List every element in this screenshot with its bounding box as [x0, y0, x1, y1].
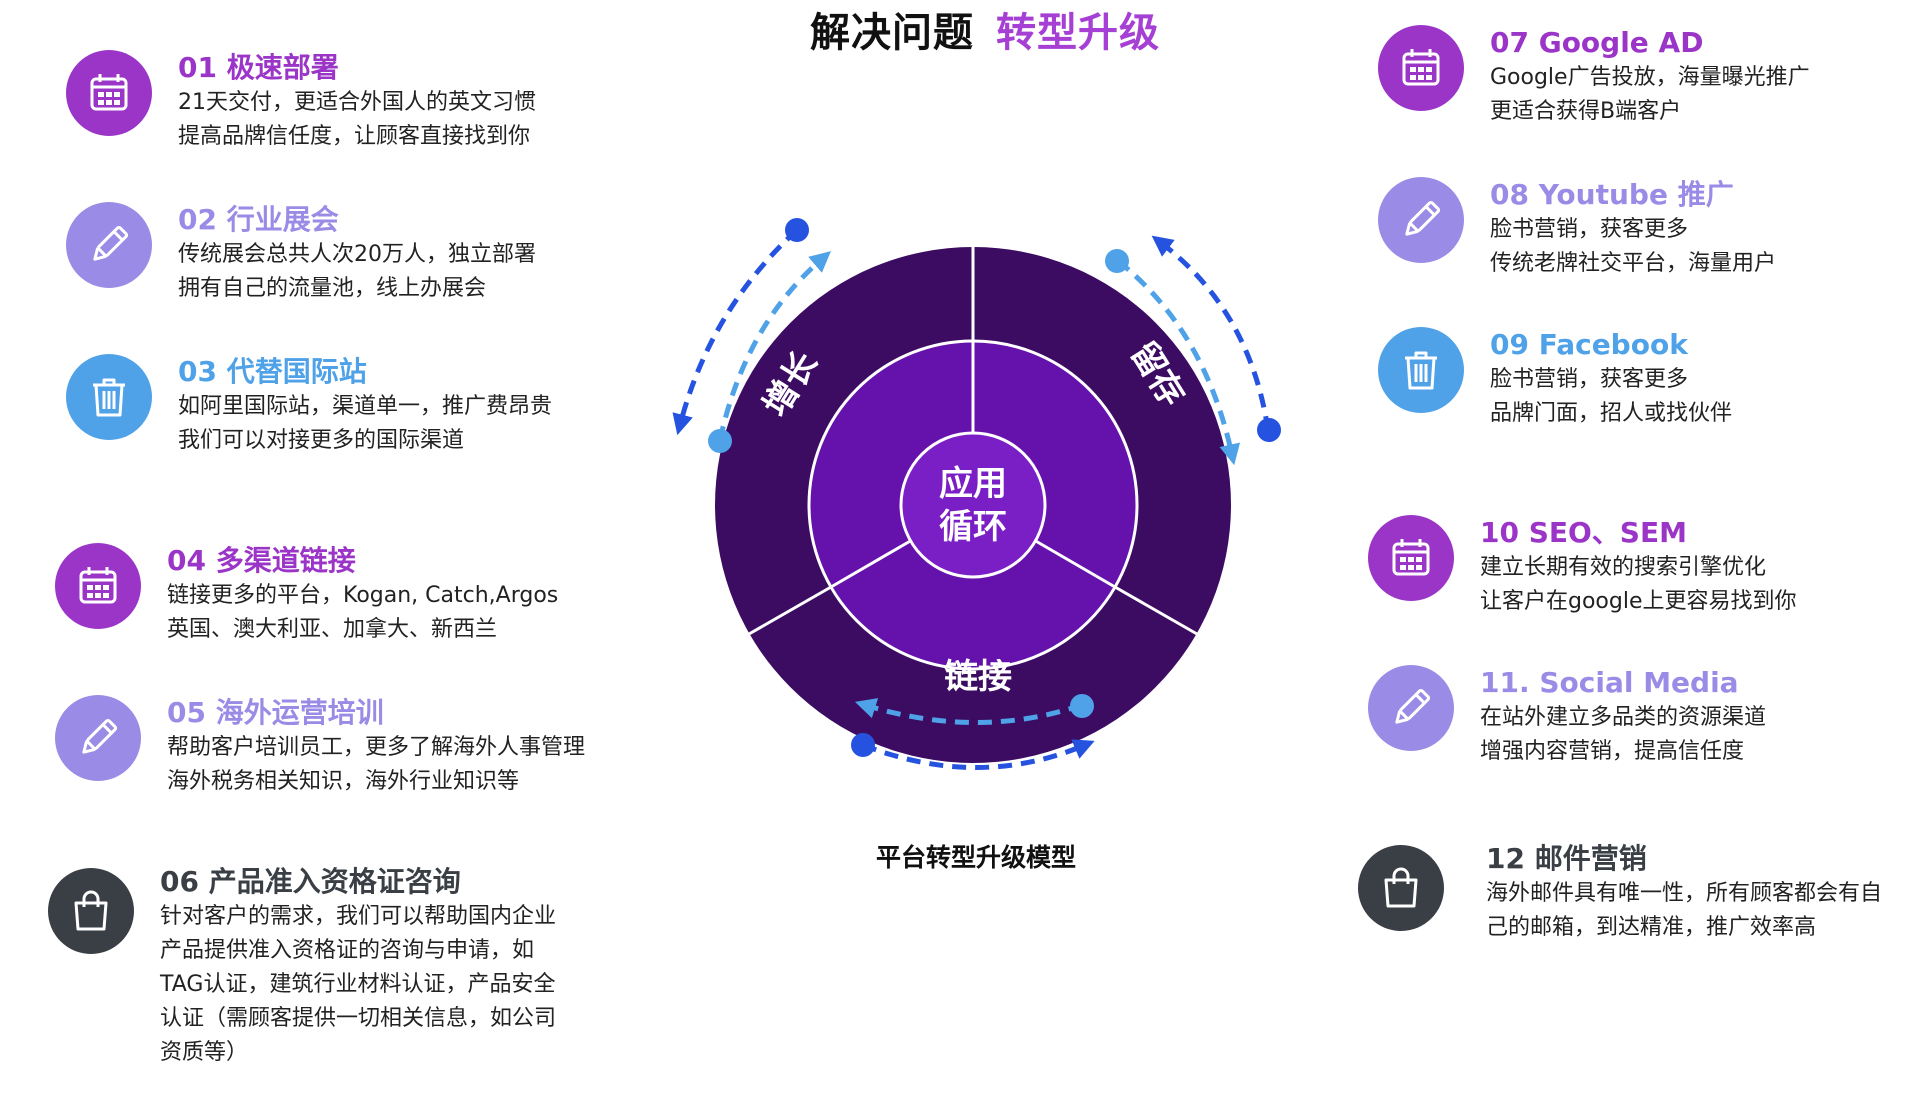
feature-line: 传统老牌社交平台，海量用户 [1490, 251, 1777, 276]
feature-line: 海外税务相关知识，海外行业知识等 [167, 769, 520, 794]
feature-line: 己的邮箱，到达精准，推广效率高 [1486, 915, 1817, 940]
arrow-dot [1105, 249, 1129, 273]
feature-line: 产品提供准入资格证的咨询与申请，如 [160, 938, 535, 963]
feature-heading: 07 Google AD [1490, 26, 1704, 59]
feature-heading: 11. Social Media [1480, 666, 1739, 699]
title-part-1: 解决问题 [810, 10, 974, 56]
feature-line: 传统展会总共人次20万人，独立部署 [178, 242, 536, 267]
feature-line: 针对客户的需求，我们可以帮助国内企业 [160, 904, 557, 929]
arrow-dot [1070, 694, 1094, 718]
inner-divider-right [1033, 538, 1116, 589]
pencil-icon [66, 202, 152, 288]
feature-line: 在站外建立多品类的资源渠道 [1480, 705, 1767, 730]
page-title: 解决问题转型升级 [810, 0, 1230, 58]
center-circle [899, 431, 1047, 579]
feature-line: Google广告投放，海量曝光推广 [1490, 65, 1810, 90]
trash-icon [1378, 327, 1464, 413]
feature-heading: 10 SEO、SEM [1480, 516, 1687, 549]
feature-line: 21天交付，更适合外国人的英文习惯 [178, 90, 536, 115]
feature-line: 建立长期有效的搜索引擎优化 [1480, 555, 1767, 580]
feature-heading: 04 多渠道链接 [167, 544, 356, 577]
feature-line: 让客户在google上更容易找到你 [1480, 589, 1797, 614]
segment-label-link: 链接 [944, 657, 1012, 697]
arrow-retention-outer [1151, 235, 1271, 431]
arrow-dot [708, 429, 732, 453]
feature-line: 更适合获得B端客户 [1490, 99, 1682, 124]
shopping-bag-icon [48, 868, 134, 954]
feature-line: TAG认证，建筑行业材料认证，产品安全 [160, 972, 556, 997]
divider-right [1114, 585, 1198, 636]
arrow-dot [851, 733, 875, 757]
center-label-2: 循环 [939, 507, 1007, 547]
arrow-link-outer [862, 739, 1095, 770]
feature-heading: 02 行业展会 [178, 203, 339, 236]
feature-line: 脸书营销，获客更多 [1490, 367, 1689, 392]
arrow-link-inner [854, 698, 1083, 725]
feature-line: 认证（需顾客提供一切相关信息，如公司 [160, 1006, 557, 1031]
shopping-bag-icon [1358, 845, 1444, 931]
feature-line: 帮助客户培训员工，更多了解海外人事管理 [167, 735, 586, 760]
diagram-caption: 平台转型升级模型 [875, 843, 1076, 872]
calendar-icon [1368, 515, 1454, 601]
arrow-growth-outer [672, 228, 799, 436]
feature-line: 海外邮件具有唯一性，所有顾客都会有自 [1486, 881, 1883, 906]
feature-line: 脸书营销，获客更多 [1490, 217, 1689, 242]
feature-line: 增强内容营销，提高信任度 [1480, 739, 1745, 764]
feature-heading: 06 产品准入资格证咨询 [160, 865, 461, 898]
pencil-icon [55, 695, 141, 781]
pencil-icon [1368, 665, 1454, 751]
feature-line: 英国、澳大利亚、加拿大、新西兰 [167, 617, 498, 642]
feature-line: 链接更多的平台，Kogan, Catch,Argos [167, 583, 559, 608]
feature-line: 我们可以对接更多的国际渠道 [178, 428, 465, 453]
feature-heading: 03 代替国际站 [178, 355, 367, 388]
trash-icon [66, 354, 152, 440]
feature-heading: 08 Youtube 推广 [1490, 178, 1734, 211]
feature-line: 资质等） [160, 1040, 249, 1065]
cycle-diagram: 应用 循环 增长 留存 链接 [672, 218, 1281, 770]
feature-heading: 01 极速部署 [178, 51, 339, 84]
arrow-dot [785, 218, 809, 242]
calendar-icon [55, 543, 141, 629]
divider-left [748, 585, 832, 636]
arrow-retention-inner [1116, 259, 1241, 466]
center-label-1: 应用 [939, 464, 1007, 504]
pencil-icon [1378, 177, 1464, 263]
feature-line: 提高品牌信任度，让顾客直接找到你 [178, 124, 531, 149]
feature-heading: 09 Facebook [1490, 328, 1688, 361]
feature-line: 如阿里国际站，渠道单一，推广费昂贵 [178, 394, 553, 419]
arrow-growth-inner [717, 251, 831, 441]
calendar-icon [1378, 25, 1464, 111]
feature-line: 品牌门面，招人或找伙伴 [1490, 401, 1733, 426]
title-part-2: 转型升级 [996, 10, 1160, 56]
arrow-dot [1257, 418, 1281, 442]
inner-divider-left [830, 538, 913, 589]
calendar-icon [66, 50, 152, 136]
feature-heading: 12 邮件营销 [1486, 842, 1647, 875]
feature-line: 拥有自己的流量池，线上办展会 [178, 276, 487, 301]
feature-heading: 05 海外运营培训 [167, 696, 384, 729]
